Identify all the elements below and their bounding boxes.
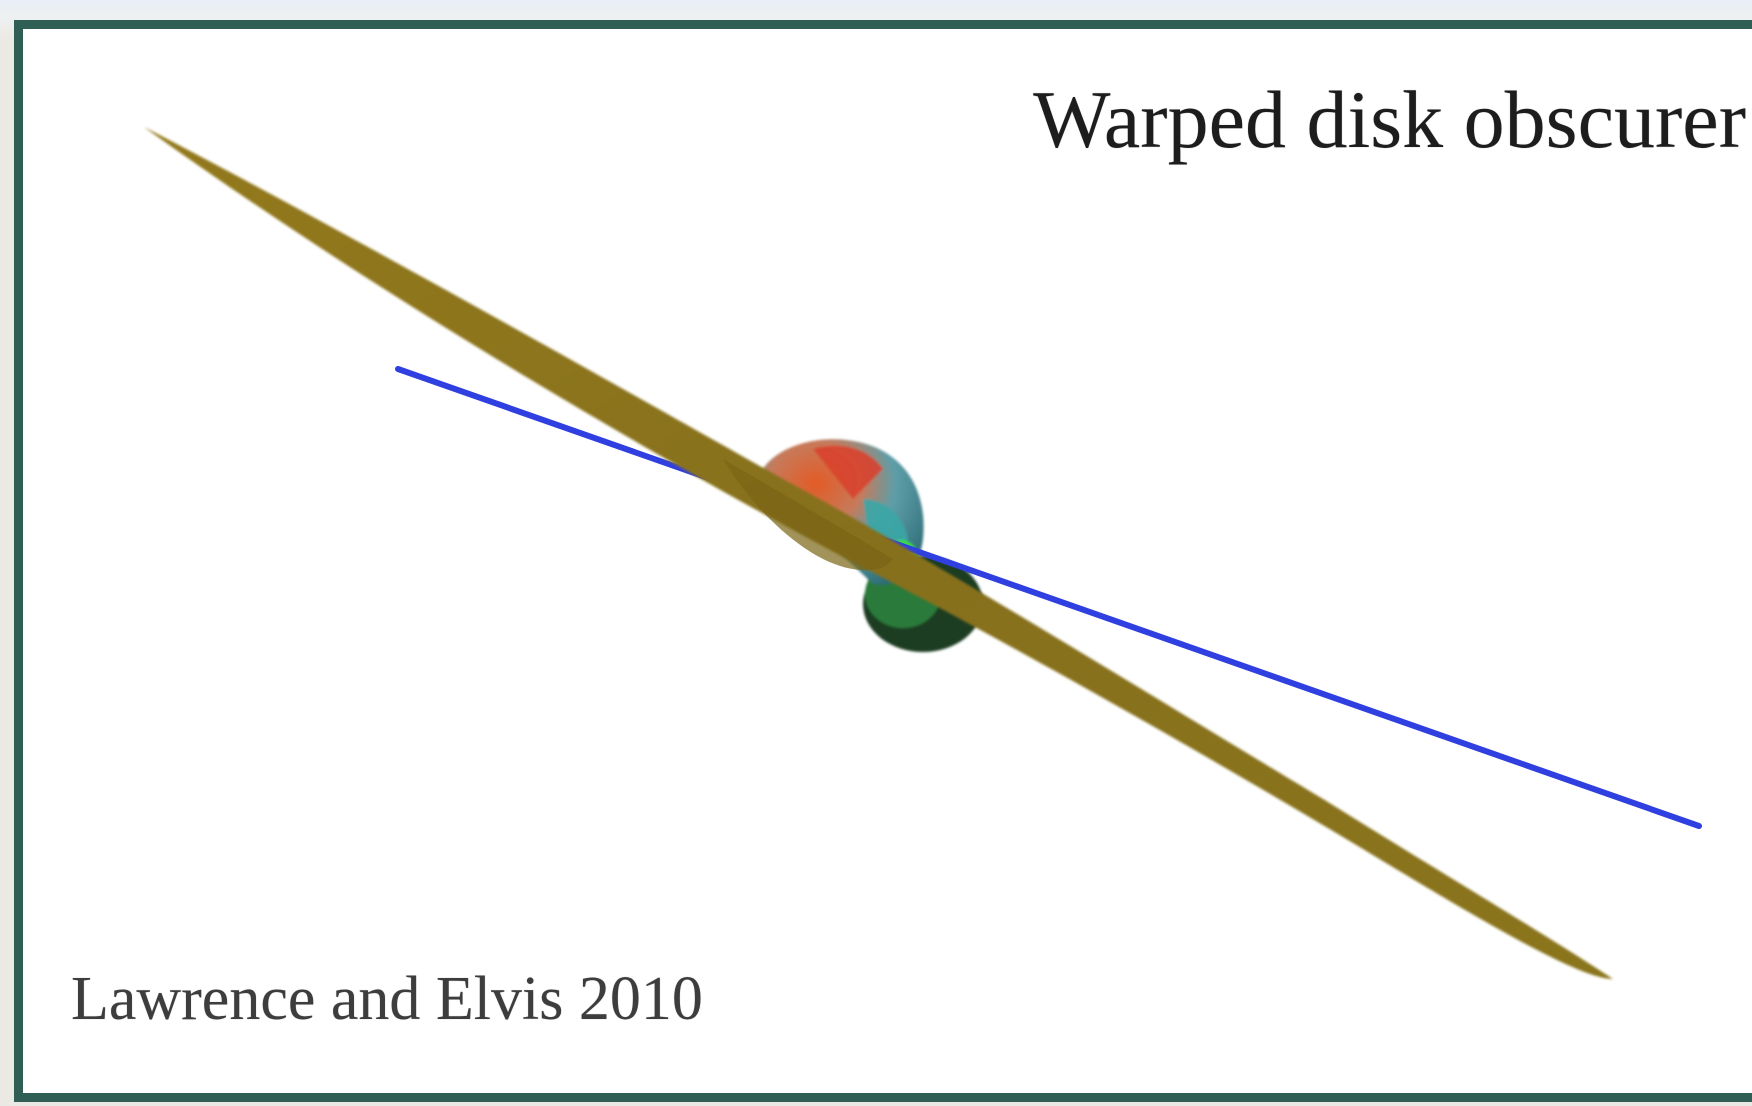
warped-disk-diagram (144, 127, 1702, 979)
disk-shadow (723, 459, 893, 571)
diagram-title: Warped disk obscurer (1033, 74, 1746, 165)
figure-frame: Warped disk obscurer Lawrence and Elvis … (14, 20, 1752, 1102)
sightline (395, 366, 1702, 829)
source-credit: Lawrence and Elvis 2010 (71, 965, 703, 1033)
